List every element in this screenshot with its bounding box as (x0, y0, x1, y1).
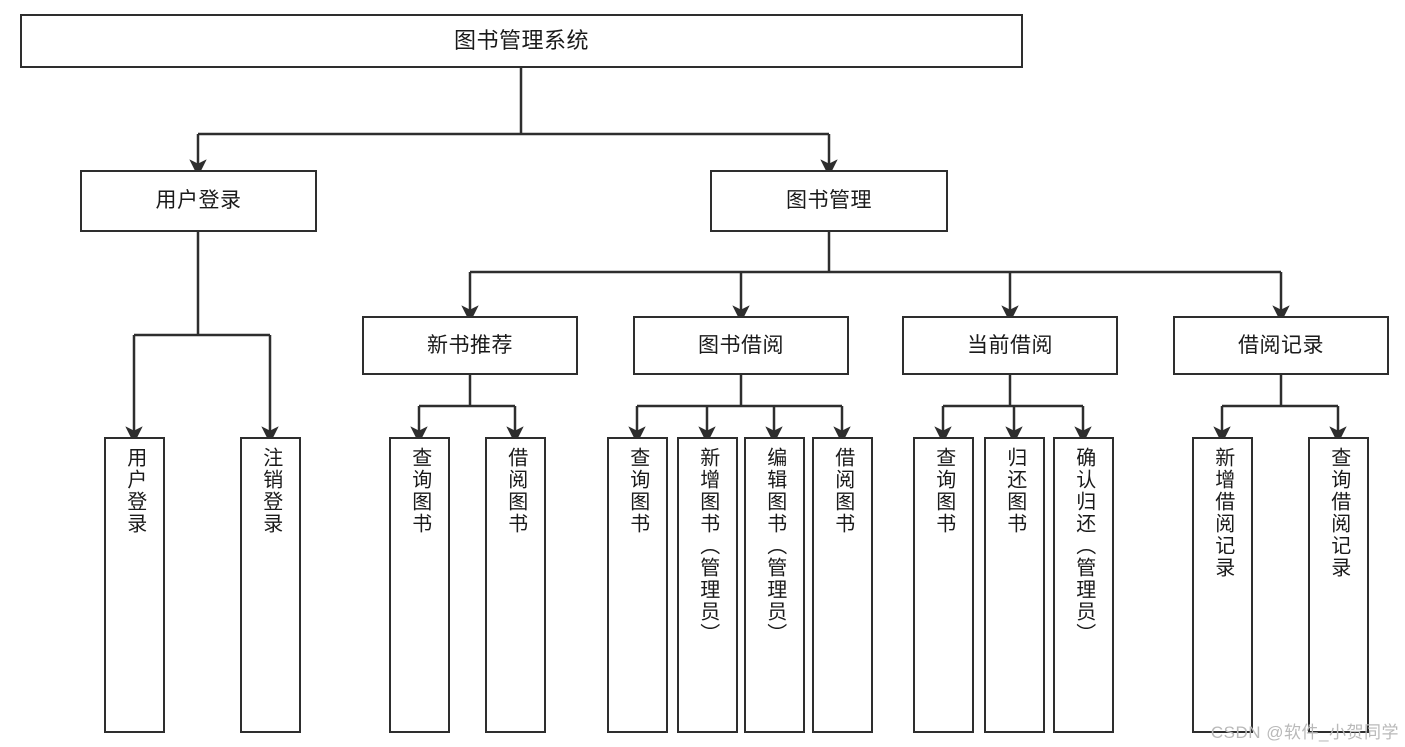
node-label: 借阅图书 (831, 447, 854, 535)
node-leaf-user-logout: 注销登录 (240, 437, 301, 733)
node-leaf-add-book: 新增图书（管理员） (677, 437, 738, 733)
node-label: 查询图书 (932, 447, 955, 535)
node-label: 编辑图书（管理员） (763, 447, 786, 645)
node-label: 查询借阅记录 (1327, 447, 1350, 579)
node-label: 归还图书 (1003, 447, 1026, 535)
node-leaf-confirm-return: 确认归还（管理员） (1053, 437, 1114, 733)
node-label: 用户登录 (123, 447, 146, 535)
node-label: 借阅图书 (504, 447, 527, 535)
csdn-watermark: CSDN @软件_小贺同学 (1210, 723, 1399, 742)
node-current-borrow: 当前借阅 (902, 316, 1118, 375)
node-leaf-edit-book: 编辑图书（管理员） (744, 437, 805, 733)
node-borrow-record: 借阅记录 (1173, 316, 1389, 375)
node-label: 查询图书 (408, 447, 431, 535)
node-leaf-return-book: 归还图书 (984, 437, 1045, 733)
node-new-book-recommend: 新书推荐 (362, 316, 578, 375)
node-label: 图书借阅 (698, 333, 784, 357)
node-leaf-query-borrow-record: 查询借阅记录 (1308, 437, 1369, 733)
node-label: 注销登录 (259, 447, 282, 535)
node-root: 图书管理系统 (20, 14, 1023, 68)
node-label: 用户登录 (155, 189, 242, 213)
node-label: 查询图书 (626, 447, 649, 535)
node-leaf-query-book: 查询图书 (607, 437, 668, 733)
node-book-borrow: 图书借阅 (633, 316, 849, 375)
node-leaf-borrow-book-recommend: 借阅图书 (485, 437, 546, 733)
node-label: 确认归还（管理员） (1072, 447, 1095, 645)
node-leaf-query-book-current: 查询图书 (913, 437, 974, 733)
node-book-manage: 图书管理 (710, 170, 948, 232)
node-label: 新增图书（管理员） (696, 447, 719, 645)
node-label: 当前借阅 (967, 333, 1053, 357)
node-label: 图书管理 (786, 189, 872, 213)
node-label: 借阅记录 (1238, 333, 1324, 357)
node-label: 图书管理系统 (453, 27, 589, 53)
node-user-login: 用户登录 (80, 170, 317, 232)
node-leaf-add-borrow-record: 新增借阅记录 (1192, 437, 1253, 733)
node-leaf-query-book-recommend: 查询图书 (389, 437, 450, 733)
node-leaf-user-login: 用户登录 (104, 437, 165, 733)
node-leaf-borrow-book: 借阅图书 (812, 437, 873, 733)
node-label: 新书推荐 (427, 333, 513, 357)
node-label: 新增借阅记录 (1211, 447, 1234, 579)
